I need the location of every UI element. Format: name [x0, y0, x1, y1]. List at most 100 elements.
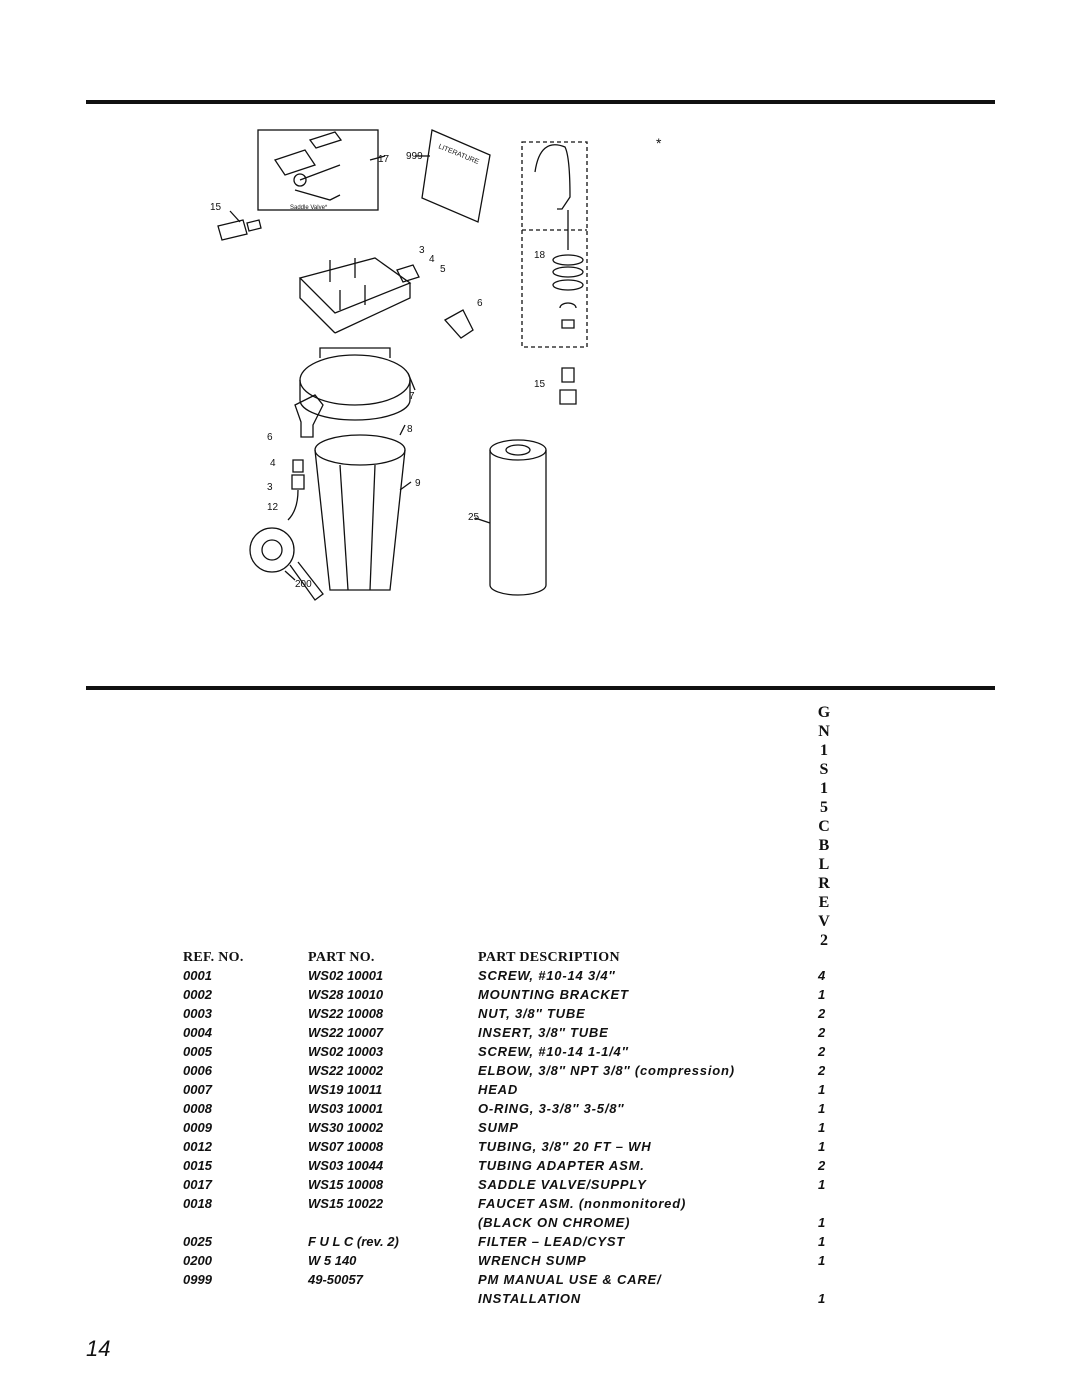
ref-no-cell: 0006	[183, 1063, 212, 1078]
faucet-assembly-box	[521, 141, 588, 348]
part-no-cell: WS03 10044	[308, 1158, 384, 1173]
callout-4-top: 4	[429, 254, 435, 265]
ref-no-cell: 0017	[183, 1177, 212, 1192]
header-part-no: PART NO.	[308, 950, 375, 965]
part-no-cell: WS28 10010	[308, 987, 384, 1002]
ref-no-cell: 0012	[183, 1139, 212, 1154]
quantity-cell: 1	[818, 1120, 826, 1135]
callout-6-right: 6	[477, 298, 483, 309]
quantity-cell: 1	[818, 1101, 826, 1116]
callout-9: 9	[415, 478, 421, 489]
model-letter: 5	[820, 799, 828, 816]
ref-no-cell: 0003	[183, 1006, 212, 1021]
quantity-cell: 1	[818, 1139, 826, 1154]
callout-12: 12	[267, 502, 279, 513]
model-letter: R	[818, 875, 830, 892]
part-no-cell: F U L C (rev. 2)	[308, 1234, 399, 1249]
model-letter: 1	[820, 780, 828, 797]
ref-no-cell: 0009	[183, 1120, 212, 1135]
sump-shape	[314, 434, 406, 466]
callout-5: 5	[440, 264, 446, 275]
part-no-cell: WS02 10001	[308, 968, 384, 983]
part-no-cell: WS30 10002	[308, 1120, 384, 1135]
model-letter: G	[817, 704, 831, 721]
saddle-valve-box	[257, 129, 379, 211]
model-letter: E	[818, 894, 830, 911]
ref-no-cell: 0002	[183, 987, 212, 1002]
table-row: 0999 49-50057 PM MANUAL USE & CARE/	[0, 1272, 1080, 1291]
table-row: 0025 F U L C (rev. 2) FILTER – LEAD/CYST 1	[0, 1234, 1080, 1253]
literature-label: LITERATURE	[437, 143, 480, 166]
part-no-cell: WS07 10008	[308, 1139, 384, 1154]
model-letter: L	[818, 856, 830, 873]
table-row: 0008 WS03 10001 O-RING, 3-3/8″ 3-5/8″ 1	[0, 1101, 1080, 1120]
callout-15-faucet: 15	[534, 379, 546, 390]
description-cell: TUBING ADAPTER ASM.	[478, 1158, 645, 1173]
description-cell: SUMP	[478, 1120, 519, 1135]
ref-no-cell: 0005	[183, 1044, 212, 1059]
part-no-cell: W 5 140	[308, 1253, 357, 1268]
description-cell: SADDLE VALVE/SUPPLY	[478, 1177, 647, 1192]
ref-no-cell: 0007	[183, 1082, 212, 1097]
page-number: 14	[86, 1336, 111, 1361]
description-cell: NUT, 3/8″ TUBE	[478, 1006, 586, 1021]
ref-no-cell: 0001	[183, 968, 212, 983]
description-cell: MOUNTING BRACKET	[478, 987, 629, 1002]
callout-7: 7	[409, 391, 415, 402]
part-no-cell: 49-50057	[308, 1272, 363, 1287]
part-no-cell: WS15 10022	[308, 1196, 384, 1211]
quantity-cell: 1	[818, 1177, 826, 1192]
top-rule	[86, 100, 995, 104]
part-no-cell: WS22 10002	[308, 1063, 384, 1078]
quantity-cell: 1	[818, 1291, 826, 1306]
description-cell: TUBING, 3/8″ 20 FT – WH	[478, 1139, 652, 1154]
ref-no-cell: 0999	[183, 1272, 212, 1287]
ref-no-cell: 0200	[183, 1253, 212, 1268]
description-cell: ELBOW, 3/8″ NPT 3/8″ (compression)	[478, 1063, 735, 1078]
callout-6-left: 6	[267, 432, 273, 443]
ref-no-cell: 0008	[183, 1101, 212, 1116]
quantity-cell: 4	[818, 968, 826, 983]
part-no-cell: WS03 10001	[308, 1101, 384, 1116]
quantity-cell: 1	[818, 1234, 826, 1249]
table-row: INSTALLATION 1	[0, 1291, 1080, 1310]
exploded-parts-diagram: 17 999 15 3 4 5 6 7 8 9 6 4 3 12 200 18 …	[210, 129, 662, 601]
ref-no-cell: 0025	[183, 1234, 212, 1249]
callout-4-left: 4	[270, 458, 276, 469]
description-cell: SCREW, #10-14 3/4″	[478, 968, 616, 983]
callout-200: 200	[295, 579, 312, 590]
callout-3-left: 3	[267, 482, 273, 493]
ref-no-cell: 0004	[183, 1025, 212, 1040]
quantity-cell: 2	[818, 1044, 826, 1059]
quantity-cell: 2	[818, 1025, 826, 1040]
model-letter: N	[818, 723, 830, 740]
quantity-cell: 2	[818, 1063, 826, 1078]
callout-25: 25	[468, 512, 480, 523]
literature-booklet-shape	[421, 129, 491, 223]
callout-8: 8	[407, 424, 413, 435]
table-row: 0001 WS02 10001 SCREW, #10-14 3/4″ 4	[0, 968, 1080, 987]
model-letter: 2	[820, 932, 828, 949]
description-cell: FILTER – LEAD/CYST	[478, 1234, 626, 1249]
callout-3-top: 3	[419, 245, 425, 256]
description-cell: (BLACK ON CHROME)	[478, 1215, 631, 1230]
description-cell: HEAD	[478, 1082, 519, 1097]
part-no-cell: WS19 10011	[308, 1082, 383, 1097]
quantity-cell: 1	[818, 1253, 826, 1268]
quantity-cell: 2	[818, 1158, 826, 1173]
description-cell: INSTALLATION	[478, 1291, 581, 1306]
description-cell: O-RING, 3-3/8″ 3-5/8″	[478, 1101, 625, 1116]
description-cell: PM MANUAL USE & CARE/	[478, 1272, 662, 1287]
callout-15-adapter: 15	[210, 202, 222, 213]
model-letter: B	[818, 837, 830, 854]
quantity-cell: 2	[818, 1006, 826, 1021]
middle-rule	[86, 686, 995, 690]
header-ref-no: REF. NO.	[183, 950, 244, 965]
table-row: (BLACK ON CHROME)1	[0, 1215, 1080, 1234]
table-row: 0012 WS07 10008 TUBING, 3/8″ 20 FT – WH 1	[0, 1139, 1080, 1158]
part-no-cell: WS22 10008	[308, 1006, 384, 1021]
